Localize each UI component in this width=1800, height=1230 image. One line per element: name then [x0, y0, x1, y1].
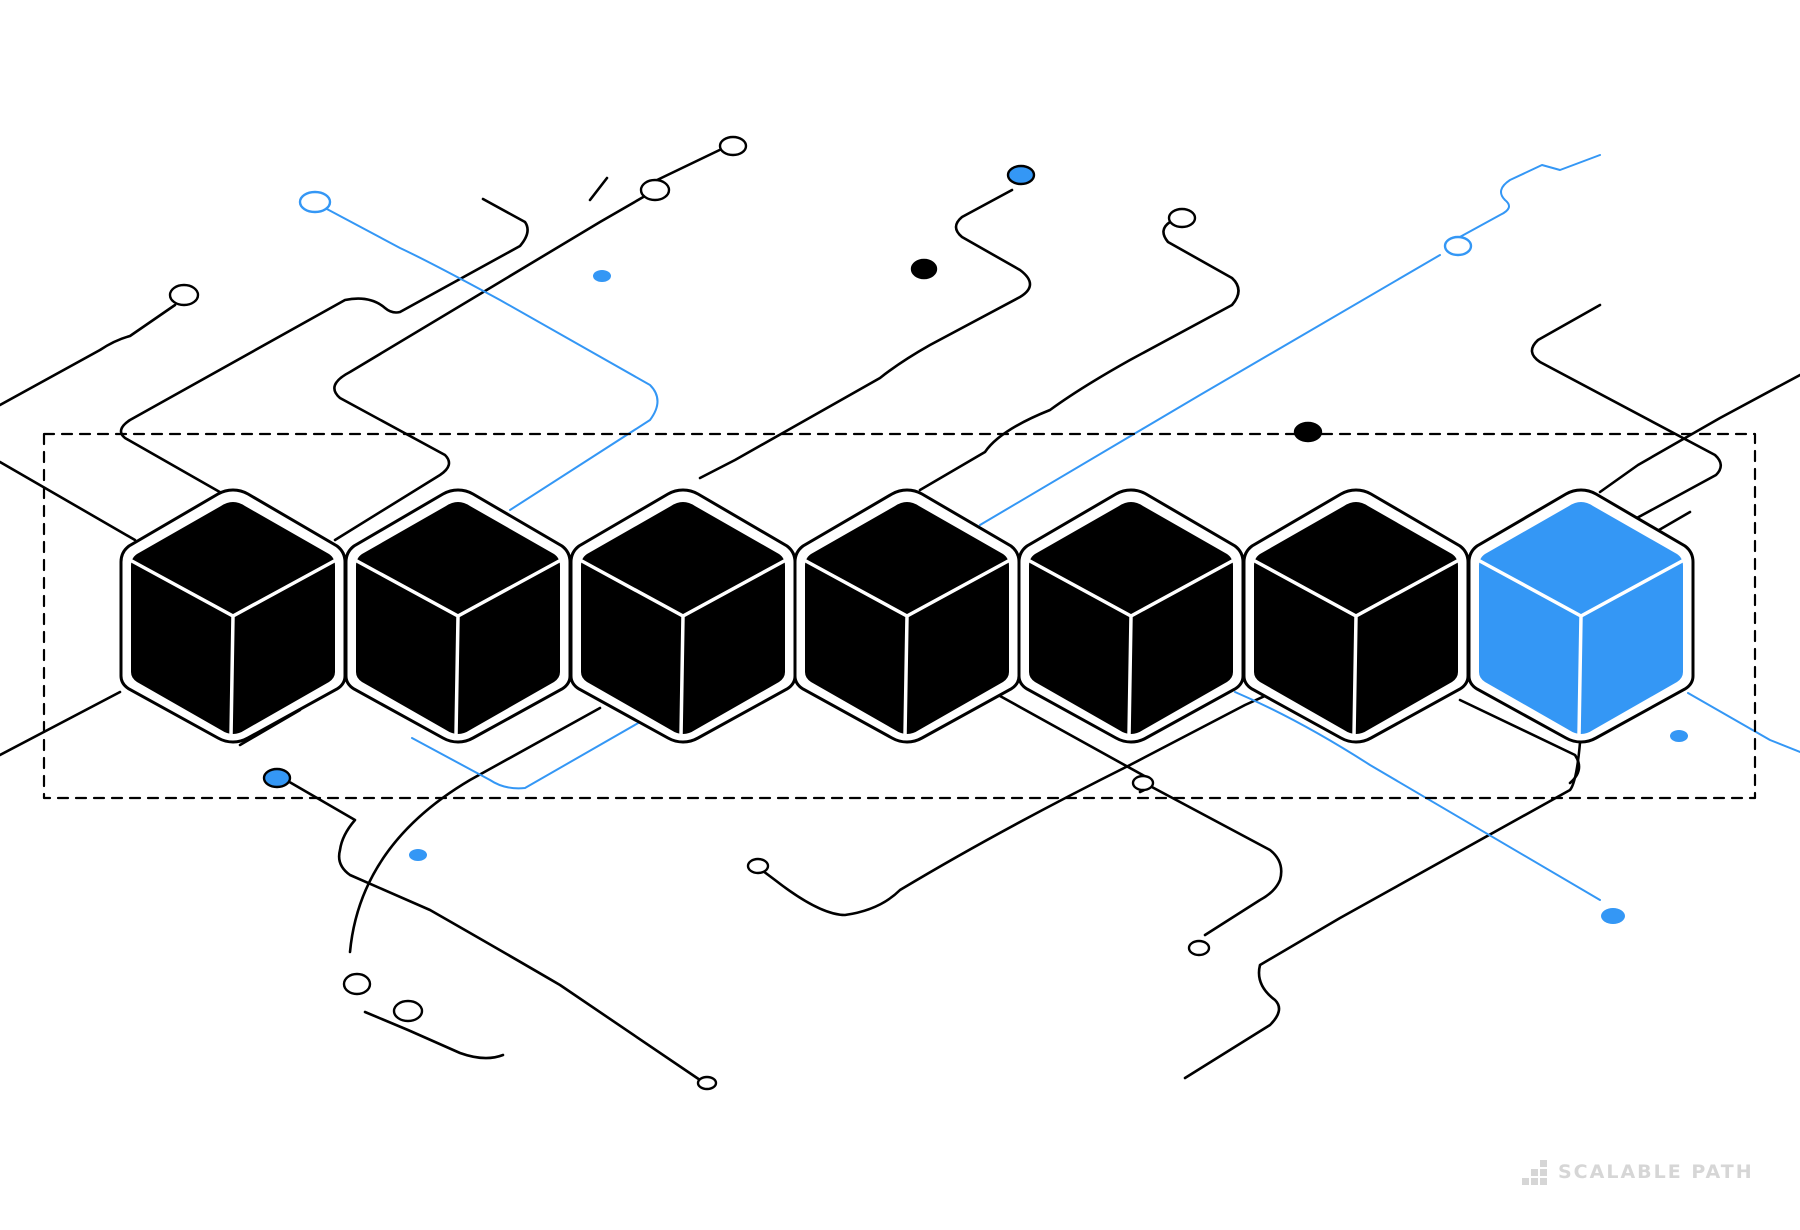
- logo-bars-icon: [1522, 1160, 1547, 1185]
- block-5: [1017, 488, 1245, 744]
- block-3: [569, 488, 797, 744]
- dashed-frame: [42, 432, 1757, 800]
- block-4: [793, 488, 1021, 744]
- block-1: [119, 488, 347, 744]
- accent-circuit-lines: [324, 154, 1800, 901]
- block-6: [1242, 488, 1470, 744]
- nodes: [168, 135, 1688, 1091]
- block-2: [344, 488, 572, 744]
- scalable-path-logo: SCALABLE PATH: [1522, 1158, 1754, 1186]
- block-7-highlighted: [1467, 488, 1695, 744]
- circuit-lines: [0, 143, 1800, 1082]
- logo-text: SCALABLE PATH: [1558, 1161, 1754, 1183]
